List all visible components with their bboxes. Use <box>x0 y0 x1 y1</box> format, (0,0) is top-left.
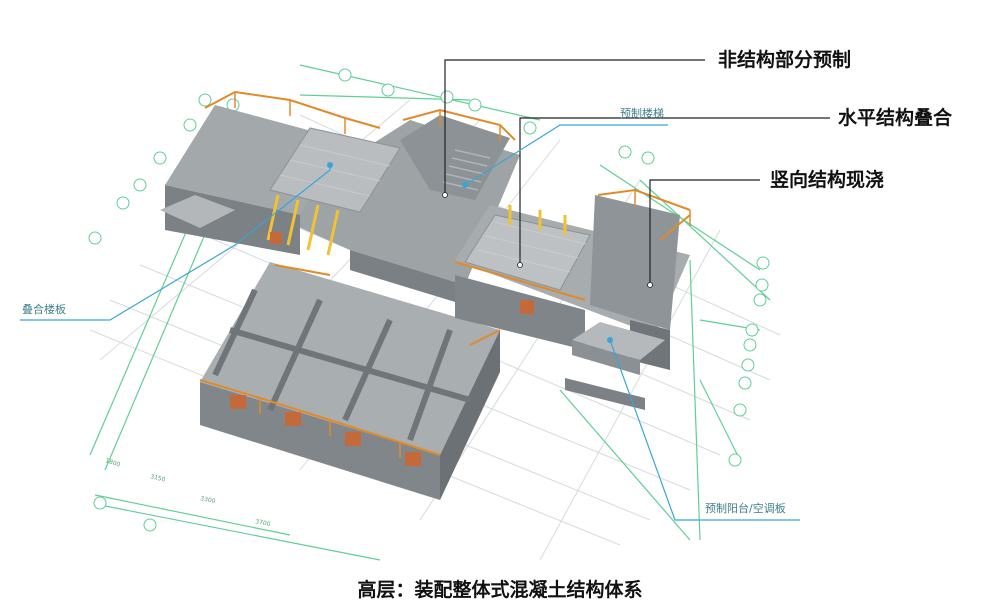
leader-nonstructural-prefab <box>444 59 705 195</box>
composite-slab-ribs <box>279 144 391 197</box>
right-slab-ribs <box>477 221 587 273</box>
leader-horizontal-composite <box>519 117 830 265</box>
dimension-1800: 1800 <box>104 457 121 468</box>
horizontal-slab-right <box>464 214 591 291</box>
guard-rails <box>199 90 691 456</box>
leader-dots <box>442 192 653 288</box>
prefab-balcony <box>572 322 665 360</box>
lower-wing-partitions <box>212 288 471 442</box>
annotation-prefab-balcony: 预制阳台/空调板 <box>705 501 786 515</box>
callout-vertical-cast: 竖向结构现浇 <box>770 168 884 191</box>
dimension-3150: 3150 <box>150 473 167 484</box>
leader-prefab-stairs <box>464 124 668 186</box>
callout-horizontal-composite: 水平结构叠合 <box>838 106 953 129</box>
shoring-props <box>266 194 567 256</box>
axis-bubbles <box>88 68 770 532</box>
dimension-3700: 3700 <box>255 518 272 528</box>
rail-posts <box>234 92 691 458</box>
annotation-composite-slab: 叠合楼板 <box>22 302 66 316</box>
leader-prefab-balcony <box>609 339 800 521</box>
leader-composite-slab <box>20 165 331 321</box>
figure-caption: 高层：装配整体式混凝土结构体系 <box>357 578 642 601</box>
window-frames <box>230 232 534 466</box>
dimension-labels: 1800 3150 3300 3700 <box>104 457 271 528</box>
black-leaders <box>444 59 830 285</box>
cyan-leaders <box>20 124 800 521</box>
dimension-3300: 3300 <box>200 495 217 505</box>
building-model <box>160 90 691 500</box>
left-balcony <box>160 195 235 228</box>
callout-nonstructural-prefab: 非结构部分预制 <box>718 48 851 71</box>
stair-core <box>400 115 510 200</box>
lower-wing-right-wall <box>440 330 500 500</box>
leader-vertical-cast <box>649 179 760 285</box>
annotation-prefab-stairs: 预制楼梯 <box>620 106 664 120</box>
central-block-wall <box>350 250 465 305</box>
balcony-base <box>565 378 645 410</box>
right-tower <box>590 195 680 330</box>
stair-steps <box>442 149 491 191</box>
cyan-dots <box>327 162 613 343</box>
prefab-balcony-edge <box>572 340 640 375</box>
